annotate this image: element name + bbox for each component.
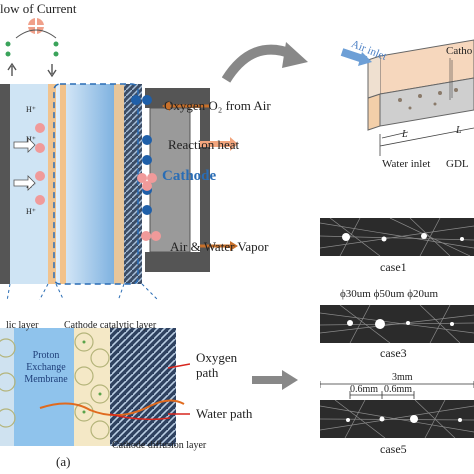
water-inlet-label: Water inlet bbox=[382, 158, 431, 170]
oxygen-path-label: Oxygen path bbox=[196, 350, 238, 380]
fuel-cell-diagram: H⁺ H⁺ H⁺ H⁺ bbox=[0, 0, 300, 319]
span-06mm-b: 0.6mm bbox=[384, 384, 413, 395]
dim-l-small: L bbox=[402, 129, 408, 140]
oxygen-from-air-label: Oxygen O₂ from Air bbox=[164, 98, 271, 113]
channel-3d-diagram bbox=[340, 38, 474, 168]
case5-image bbox=[319, 399, 474, 439]
gdl-zoom bbox=[110, 328, 176, 446]
span-3mm-label: 3mm bbox=[392, 372, 413, 383]
dim-l-large: L bbox=[456, 125, 462, 136]
cathode-channel-label: Catho bbox=[446, 45, 473, 57]
flow-channel-rib bbox=[149, 107, 191, 253]
pore-sizes-label: ϕ30um ϕ50um ϕ20um bbox=[340, 288, 439, 300]
cathode-dashed-box bbox=[53, 83, 139, 285]
right-arrow-icon bbox=[250, 368, 300, 397]
reaction-heat-label: Reaction heat bbox=[168, 137, 240, 152]
anode-catalyst-layer bbox=[48, 84, 56, 284]
air-water-vapor-label: Air & Water Vapor bbox=[170, 239, 269, 254]
curved-arrow-icon bbox=[221, 28, 312, 93]
span-06mm-a: 0.6mm bbox=[350, 384, 379, 395]
panel-a-label: (a) bbox=[56, 454, 71, 469]
membrane-label: Proton Exchange Membrane bbox=[24, 350, 68, 385]
svg-text:H⁺: H⁺ bbox=[26, 135, 36, 144]
cathode-diffusion-layer-label: Cathode diffusion layer bbox=[112, 440, 207, 451]
zoom-layer-diagram bbox=[0, 318, 191, 448]
water-path-label: Water path bbox=[196, 406, 253, 421]
case5-label: case5 bbox=[380, 442, 407, 456]
svg-text:H⁺: H⁺ bbox=[26, 207, 36, 216]
orange-arrows bbox=[162, 101, 238, 251]
case1-image bbox=[319, 217, 474, 257]
cathode-title: Cathode bbox=[162, 168, 217, 184]
electron-circuit-icon bbox=[5, 18, 59, 78]
flow-of-current-title: low of Current bbox=[0, 1, 77, 16]
membrane-zoom bbox=[14, 328, 74, 446]
cathode-gdl-layer bbox=[124, 84, 142, 284]
case3-label: case3 bbox=[380, 346, 407, 360]
case1-label: case1 bbox=[380, 260, 407, 274]
svg-text:H⁺: H⁺ bbox=[26, 105, 36, 114]
cathode-catalytic-layer-label: Cathode catalytic layer bbox=[64, 320, 157, 331]
anode-plate bbox=[0, 84, 10, 284]
anode-catalytic-layer-label: lic layer bbox=[6, 320, 39, 331]
gdl-label: GDL bbox=[446, 158, 469, 170]
case3-image bbox=[319, 304, 474, 344]
span-lines bbox=[319, 380, 474, 405]
cathode-catalyst-layer bbox=[114, 84, 124, 284]
